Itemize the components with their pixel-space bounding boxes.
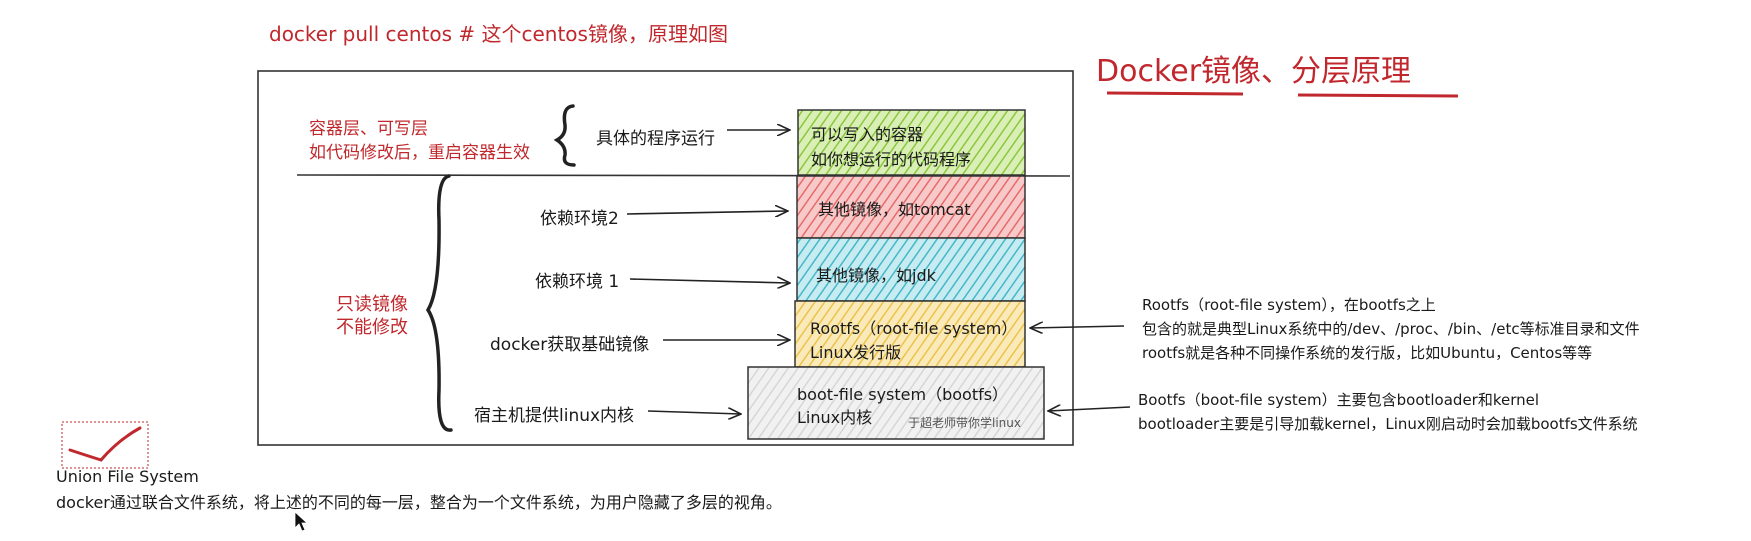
- title-underline-right: [1297, 93, 1459, 98]
- large-brace: [425, 174, 453, 432]
- arrow-5: [647, 411, 741, 414]
- docker-pull-command: docker pull centos # 这个centos镜像，原理如图: [269, 22, 728, 46]
- layer-jdk-box: [796, 237, 1026, 302]
- bootfs-note-1: Bootfs（boot-file system）主要包含bootloader和k…: [1138, 391, 1540, 409]
- layer-bootfs-desc: Linux内核: [797, 408, 873, 427]
- arrow-rootfs-note: [1030, 326, 1125, 328]
- ufs-title: Union File System: [56, 467, 199, 486]
- title-underline-left: [1106, 91, 1244, 96]
- layer-container-desc: 如你想运行的代码程序: [811, 150, 972, 169]
- layer-rootfs-box: [794, 300, 1026, 368]
- container-layer-label: 容器层、可写层: [309, 119, 428, 139]
- page-title: Docker镜像、分层原理: [1096, 54, 1412, 89]
- arrow-2: [626, 211, 788, 214]
- layer-container-box: [797, 109, 1026, 176]
- arrow-label-env2: 依赖环境2: [540, 209, 619, 229]
- outer-frame: [257, 70, 1074, 446]
- readonly-label: 只读镜像: [336, 294, 408, 315]
- layer-jdk-label: 其他镜像，如jdk: [816, 266, 936, 285]
- watermark: 于超老师带你学linux: [908, 416, 1021, 430]
- layer-rootfs-desc: Linux发行版: [810, 343, 902, 362]
- rootfs-note-1: Rootfs（root-file system），在bootfs之上: [1142, 296, 1436, 314]
- arrow-label-base-image: docker获取基础镜像: [490, 335, 650, 355]
- cursor-icon: [294, 511, 309, 532]
- layer-bootfs-title: boot-file system（bootfs）: [797, 385, 1009, 404]
- small-brace: [553, 104, 576, 167]
- container-layer-note: 如代码修改后，重启容器生效: [309, 143, 530, 163]
- checkmark-icon: [68, 426, 142, 462]
- checkmark-frame: [61, 421, 149, 469]
- readonly-note: 不能修改: [336, 317, 408, 338]
- arrow-label-program-run: 具体的程序运行: [596, 129, 715, 149]
- arrow-label-host-kernel: 宿主机提供linux内核: [474, 406, 635, 426]
- layer-tomcat-label: 其他镜像，如tomcat: [818, 200, 971, 219]
- arrow-3: [629, 279, 790, 283]
- layer-container-title: 可以写入的容器: [811, 125, 924, 144]
- rootfs-note-2: 包含的就是典型Linux系统中的/dev、/proc、/bin、/etc等标准目…: [1142, 320, 1640, 338]
- layer-bootfs-box: [747, 366, 1045, 440]
- bootfs-note-2: bootloader主要是引导加载kernel，Linux刚启动时会加载boot…: [1138, 415, 1638, 433]
- arrow-label-env1: 依赖环境 1: [535, 272, 620, 292]
- rootfs-note-3: rootfs就是各种不同操作系统的发行版，比如Ubuntu，Centos等等: [1142, 344, 1593, 362]
- layer-rootfs-title: Rootfs（root-file system）: [810, 319, 1018, 338]
- arrow-bootfs-note: [1048, 407, 1131, 411]
- ufs-description: docker通过联合文件系统，将上述的不同的每一层，整合为一个文件系统，为用户隐…: [56, 493, 782, 512]
- layer-tomcat-box: [796, 175, 1026, 239]
